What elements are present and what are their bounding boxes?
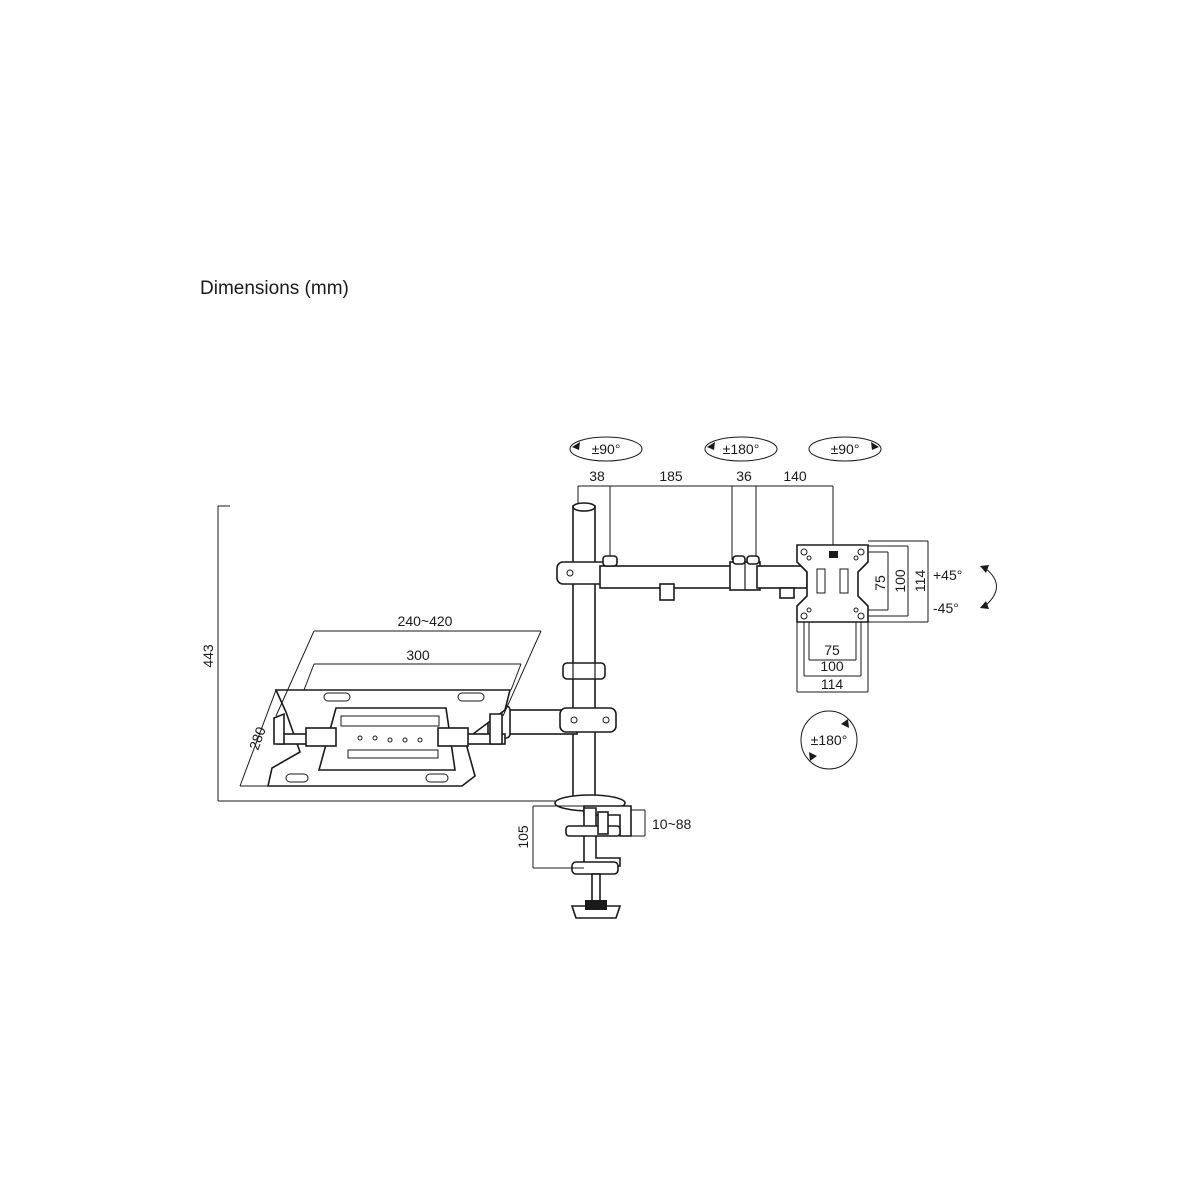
dim-h114-label: 114 <box>821 676 844 692</box>
laptop-arm <box>487 705 617 739</box>
rotation-pole-top-label: ±90° <box>592 441 621 457</box>
tilt-arrow-icon <box>980 565 997 609</box>
dim-38-label: 38 <box>589 468 605 484</box>
dim-h100-label: 100 <box>820 658 844 674</box>
dim-36-label: 36 <box>736 468 752 484</box>
desk-clamp <box>554 794 632 919</box>
tray-depth-label: 280 <box>246 724 269 752</box>
tray-width-label: 240~420 <box>398 613 453 629</box>
height-total-label: 443 <box>200 644 216 668</box>
dim-h75-label: 75 <box>824 642 840 658</box>
rotation-head-top-label: ±90° <box>831 441 860 457</box>
pole-collar <box>562 662 606 680</box>
rotation-arm-joint-label: ±180° <box>723 441 760 457</box>
clamp-height-label: 105 <box>515 825 531 849</box>
dim-v100-label: 100 <box>892 569 908 593</box>
tilt-down-label: -45° <box>933 600 959 616</box>
rotation-head-bottom-label: ±180° <box>811 732 848 748</box>
dim-v114-label: 114 <box>912 570 928 593</box>
rotation-arrow-icon <box>808 436 882 462</box>
dim-140-label: 140 <box>783 468 807 484</box>
clamp-range-label: 10~88 <box>652 816 692 832</box>
rotation-arrow-icon <box>569 436 643 462</box>
rotation-arrow-icon <box>704 436 778 462</box>
rotation-arrow-icon <box>800 710 858 770</box>
vesa-plate <box>796 544 869 623</box>
page-title: Dimensions (mm) <box>200 278 349 299</box>
dim-185-label: 185 <box>659 468 683 484</box>
tray-depth-dim <box>239 689 277 787</box>
upper-arm <box>556 555 808 601</box>
tray-inner-label: 300 <box>406 647 430 663</box>
dim-v75-label: 75 <box>872 575 888 591</box>
pole <box>572 502 596 807</box>
tilt-up-label: +45° <box>933 567 962 583</box>
laptop-tray <box>267 689 512 787</box>
